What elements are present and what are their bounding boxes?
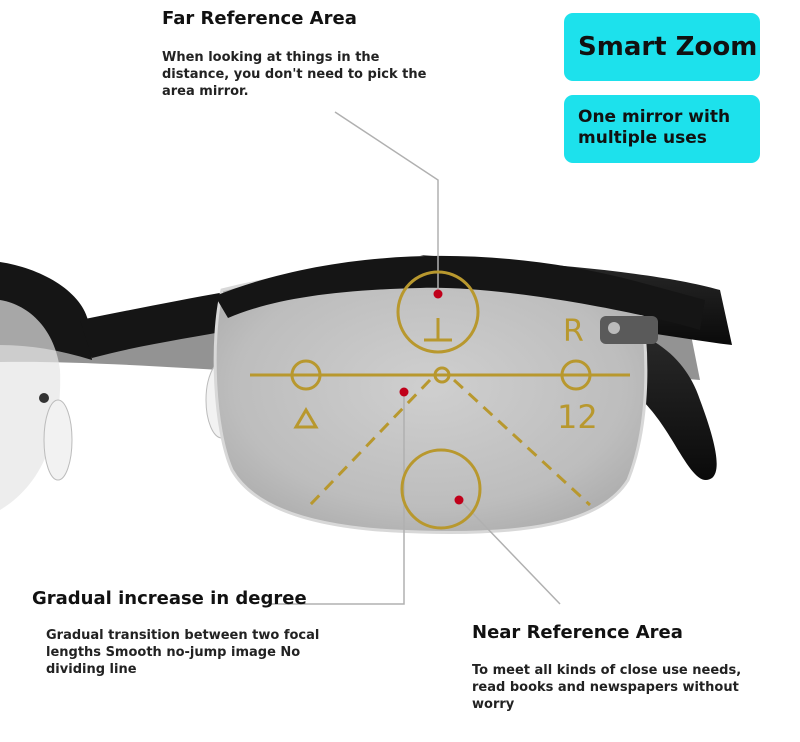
nose-pad-left [43, 399, 73, 481]
far-dot [433, 289, 443, 299]
near-dot [454, 495, 464, 505]
near-area-description: To meet all kinds of close use needs, re… [472, 663, 742, 712]
lens-number-mark: 12 [557, 398, 598, 436]
smart-zoom-badge: Smart Zoom [564, 13, 760, 81]
gradual-increase-title: Gradual increase in degree [32, 588, 307, 609]
gradual-increase-description: Gradual transition between two focal len… [46, 628, 320, 677]
right-lens-top-rim [215, 255, 705, 330]
far-guide-line [334, 111, 439, 293]
guide-lines [270, 111, 561, 605]
gradual-guide-line [270, 392, 405, 605]
left-ref-circle [290, 359, 322, 391]
reference-dots [399, 289, 464, 505]
lens-markings [250, 270, 630, 530]
bridge [80, 292, 232, 358]
near-zone-circle [400, 448, 482, 530]
screw-left [39, 393, 49, 403]
left-corridor-line [308, 378, 432, 507]
far-zone-circle [396, 270, 480, 354]
near-area-title: Near Reference Area [472, 622, 683, 643]
hinge-screw [608, 322, 620, 334]
multi-use-badge: One mirror with multiple uses [564, 95, 760, 163]
right-corridor-line [452, 378, 592, 507]
prism-triangle [293, 407, 319, 429]
gradual-dot [399, 387, 409, 397]
far-area-title: Far Reference Area [162, 8, 357, 29]
temple-arm-right [630, 330, 717, 481]
right-ref-circle [560, 359, 592, 391]
lens-letter-mark: R [563, 314, 584, 349]
center-ref-circle [433, 366, 451, 384]
far-area-description: When looking at things in the distance, … [162, 50, 427, 99]
near-guide-line [459, 499, 561, 605]
